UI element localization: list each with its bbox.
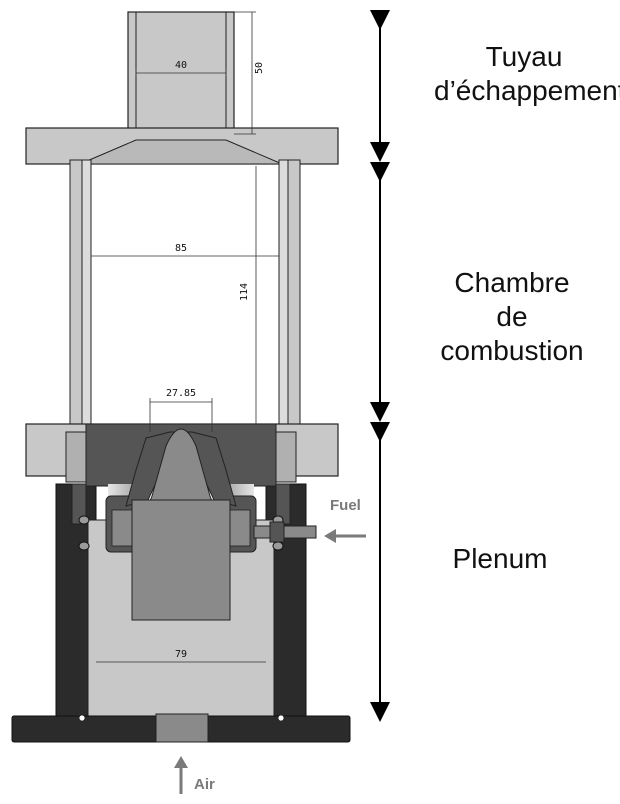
chamber-walls (69, 159, 301, 425)
fuel-arrow: Fuel (324, 497, 366, 543)
fuel-inlet-tube (253, 521, 317, 543)
chamber-label-line-3: combustion (440, 335, 584, 366)
chamber-label: Chambre de combustion (412, 266, 612, 368)
exhaust-flange (25, 127, 339, 165)
exhaust-label-line-2: d’échappement (434, 75, 620, 106)
dim-exhaust-height-label: 50 (254, 62, 265, 74)
air-label: Air (194, 776, 215, 793)
o-rings (78, 515, 284, 551)
dim-nozzle-width-label: 27.85 (166, 388, 196, 399)
dim-exhaust-width-label: 40 (175, 60, 187, 71)
dimension-exhaust-height: 50 (234, 11, 265, 135)
exhaust-label-line-1: Tuyau (485, 41, 563, 72)
plenum-label: Plenum (430, 542, 570, 576)
plenum-label-line-1: Plenum (452, 543, 548, 574)
air-arrow: Air (174, 756, 215, 794)
fuel-label: Fuel (330, 497, 361, 514)
exhaust-pipe (127, 11, 235, 147)
chamber-label-line-2: de (496, 301, 528, 332)
central-bluff-body (125, 428, 237, 621)
dim-chamber-width-label: 85 (175, 243, 187, 254)
dim-plenum-width-label: 79 (175, 649, 187, 660)
dimension-nozzle-width: 27.85 (149, 388, 213, 432)
chamber-label-line-1: Chambre (454, 267, 570, 298)
dimension-chamber-height: 114 (239, 166, 257, 424)
exhaust-label: Tuyau d’échappement (434, 40, 620, 108)
dimension-plenum-width: 79 (96, 649, 266, 663)
dimension-chamber-width: 85 (91, 243, 279, 257)
dimension-exhaust-width: 40 (135, 60, 227, 77)
dim-chamber-height-label: 114 (239, 283, 250, 301)
